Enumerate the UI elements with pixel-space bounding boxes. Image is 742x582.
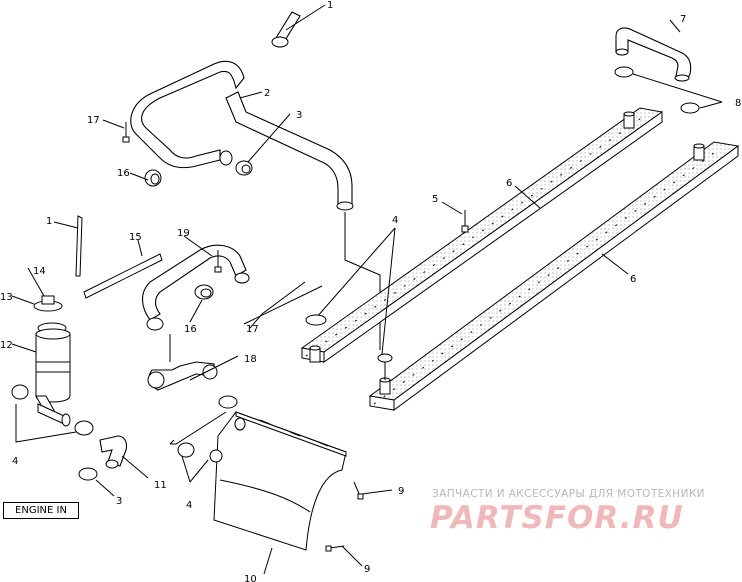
tube-parts	[53, 215, 163, 299]
label-part-4-left: 4	[12, 456, 18, 467]
label-part-10: 10	[244, 574, 257, 582]
label-part-3-top: 3	[296, 110, 302, 121]
watermark-tagline: ЗАПЧАСТИ И АКСЕССУАРЫ ДЛЯ МОТОТЕХНИКИ	[432, 488, 705, 500]
hose-19-assembly	[141, 235, 323, 331]
label-part-18: 18	[244, 354, 257, 365]
upper-hose-assembly	[102, 4, 381, 350]
label-part-8: 8	[735, 98, 741, 109]
label-part-2: 2	[264, 88, 270, 99]
label-part-13: 13	[0, 292, 13, 303]
label-part-12: 12	[0, 340, 13, 351]
label-part-16-mid: 16	[184, 324, 197, 335]
hose-18-assembly	[147, 334, 239, 391]
heat-exchanger-lower	[368, 141, 740, 411]
engine-in-label: ENGINE IN	[3, 502, 79, 519]
label-part-9-upper: 9	[398, 486, 404, 497]
hose-11-assembly	[15, 404, 149, 497]
label-part-5: 5	[432, 194, 438, 205]
label-part-4-bottom: 4	[186, 500, 192, 511]
watermark-brand-logo: PARTSFOR.RU	[430, 500, 684, 536]
label-part-6-upper: 6	[506, 178, 512, 189]
heat-exchanger-leaders	[305, 185, 629, 355]
label-part-6-lower: 6	[630, 274, 636, 285]
label-part-14: 14	[33, 266, 46, 277]
coolant-reservoir	[11, 267, 71, 427]
label-part-9-lower: 9	[364, 564, 370, 575]
heat-exchanger-upper	[300, 107, 664, 363]
label-part-17-mid: 17	[246, 324, 259, 335]
label-part-15: 15	[129, 232, 142, 243]
label-part-4-top: 4	[392, 215, 398, 226]
hose-7-assembly	[614, 19, 723, 114]
label-part-1-top: 1	[327, 0, 333, 11]
label-part-16-top: 16	[117, 168, 130, 179]
heat-shield	[169, 395, 393, 575]
label-part-7: 7	[680, 14, 686, 25]
label-part-17-top: 17	[87, 115, 100, 126]
label-part-3-bottom: 3	[116, 496, 122, 507]
label-part-11: 11	[154, 480, 167, 491]
label-part-19: 19	[177, 228, 190, 239]
label-part-1-left: 1	[46, 216, 52, 227]
